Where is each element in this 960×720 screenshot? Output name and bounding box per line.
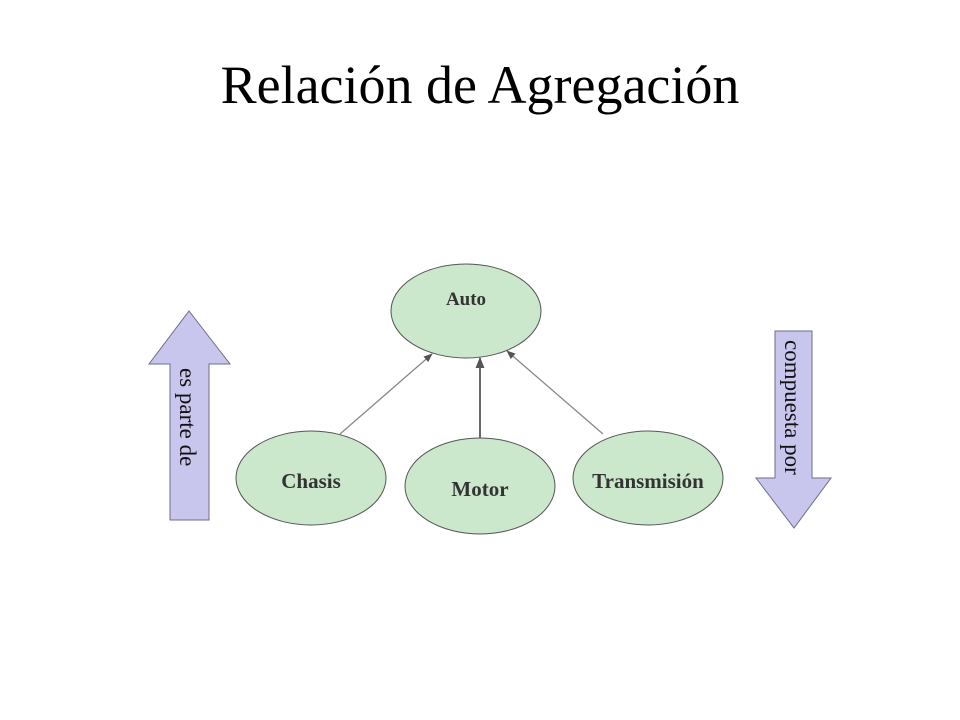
- node-transmision-label: Transmisión: [592, 469, 704, 493]
- big-arrow-down: compuesta por: [754, 330, 832, 529]
- node-auto-label: Auto: [446, 289, 486, 310]
- big-arrow-up: es parte de: [147, 310, 232, 521]
- node-chasis: Chasis: [235, 430, 387, 526]
- node-motor: Motor: [404, 437, 556, 535]
- node-motor-label: Motor: [451, 477, 508, 501]
- node-transmision: Transmisión: [572, 430, 724, 526]
- connector-transmision-auto: [506, 350, 604, 435]
- left-arrow-label: es parte de: [175, 368, 200, 466]
- page-title: Relación de Agregación: [220, 55, 740, 115]
- connector-chasis-auto: [339, 353, 433, 435]
- right-arrow-label: compuesta por: [780, 340, 805, 475]
- node-auto: Auto: [390, 263, 542, 359]
- node-chasis-label: Chasis: [281, 469, 341, 493]
